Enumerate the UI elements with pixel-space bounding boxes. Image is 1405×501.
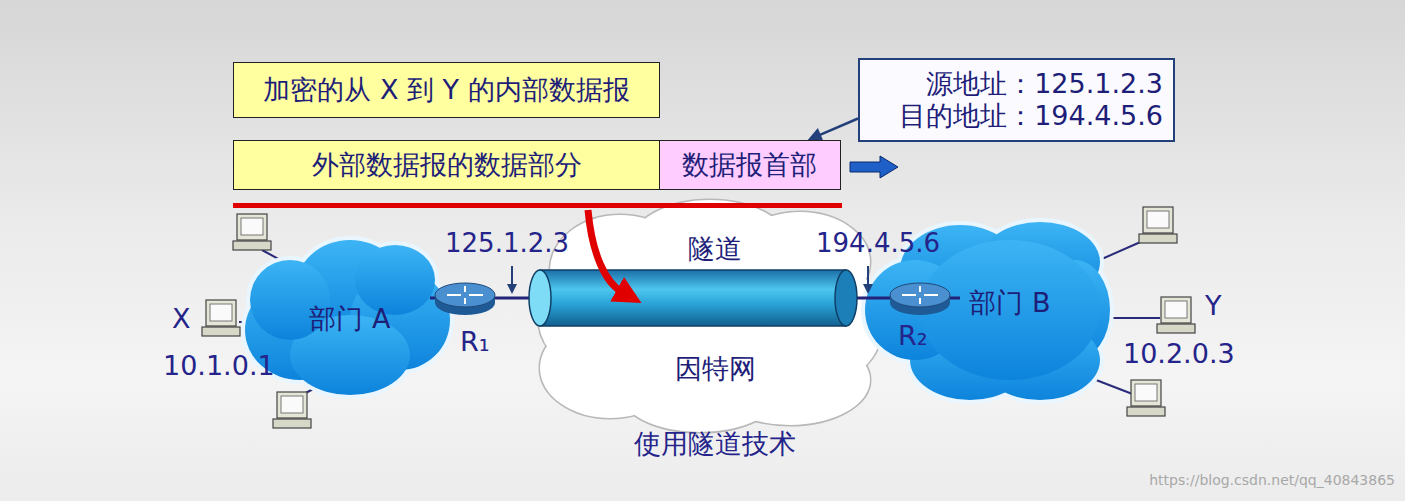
department-label-area: 部门 A [285, 296, 415, 341]
host-computer [1127, 380, 1165, 416]
tunnel-cylinder [529, 270, 551, 326]
department-cloud [920, 240, 1100, 380]
router-symbol [890, 283, 950, 315]
department-label-area: 部门 B [945, 280, 1075, 325]
node-text: 外部数据报的数据部分 [312, 149, 582, 181]
leader-arrow [511, 266, 513, 292]
node-text: 部门 B [969, 287, 1050, 319]
tunnel-cylinder [835, 270, 857, 326]
callout-arrow [819, 118, 858, 135]
host-computer [273, 392, 311, 428]
red-arrow [588, 210, 622, 292]
host-name: X [172, 303, 191, 335]
red-underline [233, 203, 842, 208]
data-part-box: 外部数据报的数据部分 [233, 140, 660, 190]
router-symbol [435, 283, 495, 307]
department-cloud [245, 240, 450, 395]
address-box: 源地址：125.1.2.3目的地址：194.4.5.6 [858, 58, 1175, 142]
host-name: Y [1205, 290, 1222, 322]
ip-address: 125.1.2.3 [445, 228, 569, 259]
router-symbol [464, 298, 466, 304]
arrow-head [808, 128, 824, 141]
host-computer [202, 207, 1195, 428]
host-address: 10.1.0.1 [163, 350, 275, 382]
router-symbol [924, 294, 938, 296]
department-cloud [245, 240, 450, 395]
host-address: 10.2.0.3 [1123, 338, 1235, 370]
router-symbol [902, 286, 938, 304]
tunnel-cylinder [540, 270, 846, 326]
router-symbol [890, 283, 950, 307]
node-text: 目的地址：194.4.5.6 [899, 100, 1163, 132]
tunnel-cylinder [529, 270, 857, 326]
department-cloud [920, 240, 1100, 380]
node-text: 因特网 [675, 353, 756, 385]
router-symbol [464, 286, 466, 292]
link-wire [494, 297, 534, 300]
leader-arrow [867, 266, 869, 292]
router-name: R₂ [898, 320, 928, 352]
router-symbol [435, 283, 495, 315]
header-box: 数据报首部 [659, 140, 841, 190]
router-symbol [902, 294, 916, 296]
router-symbol [919, 286, 921, 292]
router-symbol [469, 294, 483, 296]
department-cloud [245, 240, 450, 395]
host-computer [1157, 297, 1195, 333]
direction-arrow [850, 156, 898, 178]
datagram-box: 加密的从 X 到 Y 的内部数据报 [233, 62, 660, 118]
host-computer [233, 214, 271, 250]
link-wire [856, 297, 892, 300]
host-computer [202, 300, 240, 336]
node-text: 隧道 [688, 233, 742, 265]
router-symbol [919, 298, 921, 304]
node-text: 加密的从 X 到 Y 的内部数据报 [263, 74, 629, 106]
watermark: https://blog.csdn.net/qq_40843865 [1149, 472, 1395, 489]
router-symbol [447, 286, 483, 304]
node-text: 数据报首部 [682, 149, 817, 181]
router-symbol [447, 294, 461, 296]
ip-address: 194.4.5.6 [816, 228, 940, 259]
caption: 使用隧道技术 [634, 428, 796, 460]
router-name: R₁ [460, 326, 490, 358]
host-computer [1139, 207, 1177, 243]
leader-arrow [512, 266, 868, 292]
node-text: 部门 A [309, 303, 390, 335]
node-text: 源地址：125.1.2.3 [926, 68, 1163, 100]
